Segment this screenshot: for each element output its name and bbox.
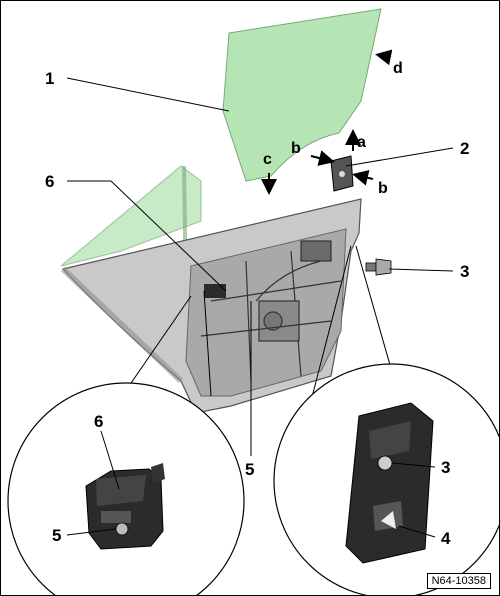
- callout-3: 3: [460, 262, 469, 281]
- callout-5-detail: 5: [52, 526, 61, 545]
- cover-detail-part-4: [345, 402, 434, 564]
- right-detail-leaders: [391, 462, 436, 538]
- callout-2: 2: [460, 139, 469, 158]
- callout-1: 1: [45, 69, 54, 88]
- direction-label-c: c: [263, 151, 272, 168]
- window-glass-lower: [60, 165, 202, 267]
- left-detail-leaders: [66, 430, 120, 536]
- direction-arrows: [261, 49, 393, 195]
- callout-5: 5: [245, 460, 254, 479]
- callout-6-detail: 6: [94, 412, 103, 431]
- cover-screw-part-3: [377, 455, 393, 471]
- leader-lines: [66, 77, 454, 456]
- glass-clamp: [204, 284, 226, 298]
- direction-label-b-left: b: [291, 140, 301, 157]
- direction-label-d: d: [393, 60, 403, 77]
- direction-label-a: a: [357, 134, 366, 151]
- clamp-detail-part-6: [85, 463, 165, 550]
- callout-4-detail: 4: [441, 529, 451, 548]
- callout-3-detail: 3: [441, 458, 450, 477]
- direction-label-b-right: b: [378, 180, 388, 197]
- door-frame-edge: [60, 266, 184, 384]
- clamp-screw-part-5: [115, 522, 129, 536]
- screw-part-3: [365, 258, 392, 276]
- reference-code: N64-10358: [426, 573, 491, 589]
- detail-connectors: [128, 245, 397, 402]
- callout-6: 6: [45, 172, 54, 191]
- window-glass: [222, 8, 382, 182]
- window-regulator: [200, 240, 342, 382]
